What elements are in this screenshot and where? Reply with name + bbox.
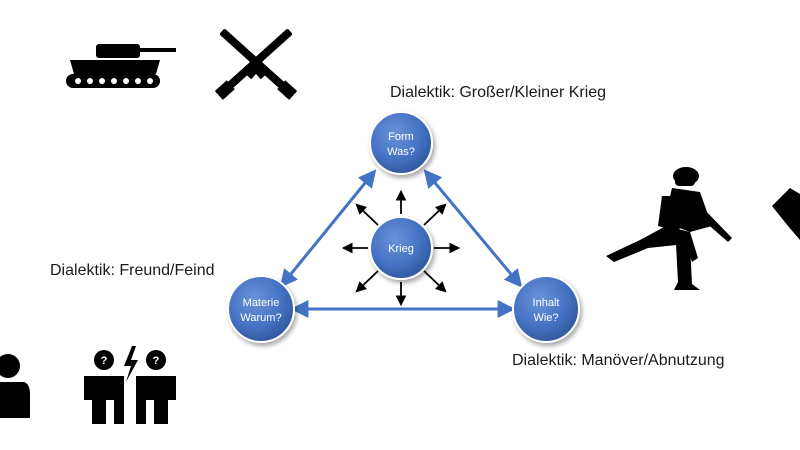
quarreling-people-icon: ? ?	[84, 346, 176, 424]
radiating-arrow-se	[423, 270, 447, 293]
svg-text:?: ?	[101, 355, 108, 367]
connector-form-inhalt	[423, 169, 523, 288]
node-form: Form Was?	[369, 111, 433, 175]
node-materie-line1: Materie	[243, 297, 280, 309]
running-soldier-icon	[606, 167, 732, 290]
partial-soldier-icon	[772, 188, 800, 240]
node-inhalt-line1: Inhalt	[533, 297, 560, 309]
node-inhalt: Inhalt Wie?	[512, 275, 580, 343]
node-inhalt-line2: Wie?	[533, 312, 558, 324]
node-form-line1: Form	[388, 131, 414, 143]
tank-icon	[66, 44, 176, 88]
materie-dialectic-label: Dialektik: Freund/Feind	[50, 262, 215, 279]
radiating-arrows	[341, 189, 461, 307]
lightning-icon	[124, 346, 138, 382]
node-materie-line2: Warum?	[240, 312, 281, 324]
node-center: Krieg	[369, 216, 433, 280]
node-form-line2: Was?	[387, 146, 415, 158]
radiating-arrow-sw	[355, 270, 379, 293]
node-materie: Materie Warum?	[227, 275, 295, 343]
form-dialectic-label: Dialektik: Großer/Kleiner Krieg	[390, 84, 607, 101]
node-center-line1: Krieg	[388, 243, 414, 255]
radiating-arrow-nw	[355, 203, 379, 226]
crossed-rifles-icon	[214, 29, 298, 100]
person-silhouette-icon	[0, 354, 30, 418]
svg-text:?: ?	[153, 355, 160, 367]
connector-form-materie	[279, 169, 377, 288]
inhalt-dialectic-label: Dialektik: Manöver/Abnutzung	[512, 352, 725, 369]
radiating-arrow-ne	[423, 203, 447, 226]
